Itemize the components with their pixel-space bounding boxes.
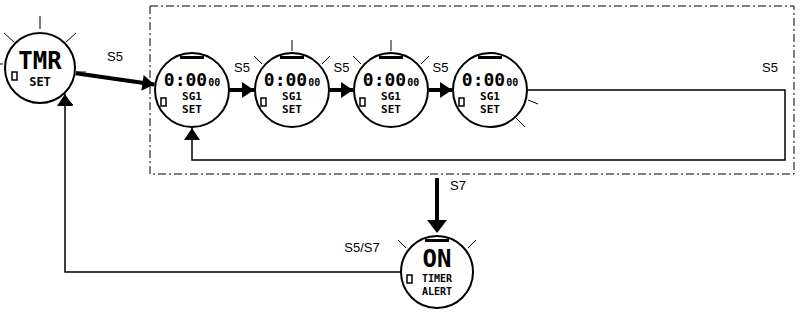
lcd-text: 00 [407,78,419,88]
lcd-text: 00 [506,78,518,88]
lcd-text: ON [423,247,452,271]
lcd-screen: TMR SET [4,32,76,104]
lcd-text: SET [381,104,401,115]
button-arrow [57,94,400,272]
button-arrow [76,73,155,91]
lcd-screen: 0:0000SG1SET [353,52,429,128]
lcd-icon [12,72,464,283]
lcd-text: SG1 [480,91,500,102]
button-label: S5 [332,61,352,75]
s7-arrow [427,178,447,233]
flash-rays [0,16,538,248]
lcd-text: 0:00 [462,71,505,89]
button-label: S5 [232,61,252,75]
button-label: S7 [448,179,468,193]
button-arrow [184,90,785,160]
time-row: 0:0000 [363,71,419,89]
button-label: S5 [431,61,451,75]
time-row: 0:0000 [462,71,518,89]
button-arrow [230,82,254,98]
button-arrow [429,82,452,98]
time-row: 0:0000 [164,71,220,89]
button-arrow [330,82,353,98]
lcd-screen: ON TIMER ALERT [400,235,474,309]
button-label: S5 [105,50,125,64]
button-label: S5 [760,61,780,75]
lcd-text: SG1 [381,91,401,102]
group-bracket [150,6,794,174]
time-row: 0:0000 [264,71,320,89]
lcd-text: SET [182,104,202,115]
lcd-screen: 0:0000SG1SET [452,52,528,128]
lcd-text: 00 [308,78,320,88]
lcd-text: SET [282,104,302,115]
lcd-text: 0:00 [264,71,307,89]
button-label: S5/S7 [342,241,381,255]
lcd-text: TMR [18,49,61,73]
lcd-text: SET [480,104,500,115]
lcd-text: 00 [208,78,220,88]
lcd-text: TIMER [422,274,452,284]
lcd-screen: 0:0000SG1SET [254,52,330,128]
lcd-screen: 0:0000SG1SET [154,52,230,128]
lcd-text: 0:00 [363,71,406,89]
lcd-text: 0:00 [164,71,207,89]
lcd-text: SG1 [182,91,202,102]
lcd-text: SG1 [282,91,302,102]
lcd-text: SET [29,76,51,88]
lcd-text: ALERT [422,287,452,297]
